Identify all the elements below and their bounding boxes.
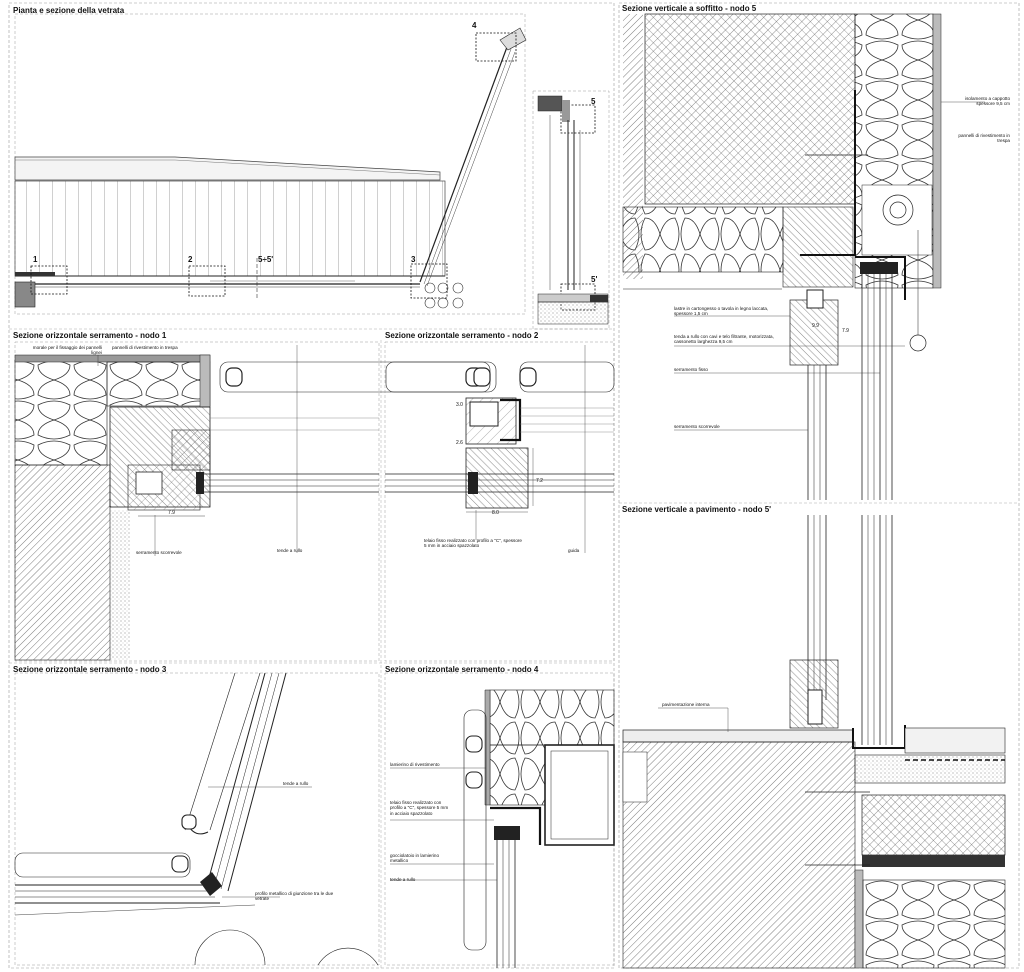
node5-note-lastre: lastre in cartongesso o tavola in legno …	[674, 306, 769, 317]
node2-dim-h1: 3.0	[456, 402, 463, 408]
node4-note-telaio: telaio fisso realizzato con profilo a "C…	[390, 800, 449, 816]
node3-note-profilo: profilo metallico di giunzione tra le du…	[255, 891, 334, 902]
plan-axis-label: 5÷5'	[258, 255, 274, 264]
plan-tag-5p: 5'	[591, 275, 598, 284]
node5-note-pannelli: pannelli di rivestimento in trespa	[958, 133, 1010, 144]
node4-title: Sezione orizzontale serramento - nodo 4	[385, 665, 539, 674]
node5-note-scorrevole: serramento scorrevole	[674, 424, 720, 429]
node1-note-morale: morale per il fissaggio dei pannelli lig…	[32, 345, 102, 356]
node1-note-tende: tende a rullo	[277, 548, 303, 553]
node4-note-gocciolatoio: gocciolatoio in lamierino metallico	[390, 853, 440, 864]
node2-dim-h3: 7.2	[536, 478, 543, 484]
node4-note-lamierino: lamierino di rivestimento	[390, 762, 440, 767]
node1-title: Sezione orizzontale serramento - nodo 1	[13, 331, 167, 340]
node2-title: Sezione orizzontale serramento - nodo 2	[385, 331, 539, 340]
node1-drawing	[14, 341, 491, 662]
node2-note-telaio: telaio fisso realizzato con profilo a "C…	[424, 538, 522, 549]
plan-tag-4: 4	[472, 21, 477, 30]
node5p-title: Sezione verticale a pavimento - nodo 5'	[622, 505, 772, 514]
node5-note-isolamento: isolamento a cappotto spessore 9,5 cm	[965, 96, 1010, 107]
node5-title: Sezione verticale a soffitto - nodo 5	[622, 4, 757, 13]
node4-note-tende: tende a rullo	[390, 877, 416, 882]
node4-drawing	[384, 672, 615, 968]
plan-tag-5: 5	[591, 97, 596, 106]
node2-dim-w: 8.0	[492, 510, 499, 516]
node5-dim-h: 7.9	[842, 328, 849, 334]
node3-note-tende: tende a rullo	[283, 781, 309, 786]
node3-title: Sezione orizzontale serramento - nodo 3	[13, 665, 167, 674]
plan-tag-3: 3	[411, 255, 416, 264]
node2-dim-h2: 2.6	[456, 440, 463, 446]
node5p-drawing	[622, 515, 1006, 969]
plan-tag-2: 2	[188, 255, 193, 264]
node1-note-scorrevole: serramento scorrevole	[136, 550, 182, 555]
node3-drawing	[14, 672, 380, 966]
plan-drawing	[14, 13, 610, 330]
node5-note-fisso: serramento fisso	[674, 367, 708, 372]
plan-title: Pianta e sezione della vetrata	[13, 6, 125, 15]
node5-note-tenda: tenda a rullo con cavi e telo filtrante,…	[674, 334, 774, 345]
node1-note-pannelli: pannelli di rivestimento in trespa	[112, 345, 178, 350]
plan-tag-1: 1	[33, 255, 38, 264]
node2-drawing	[384, 341, 615, 662]
node2-note-guida: guida	[568, 548, 580, 553]
node5p-note-pav: pavimentazione interna	[662, 702, 710, 707]
node1-dim: 7.9	[168, 510, 175, 516]
node5-drawing	[622, 13, 985, 500]
node5-dim-w: 9.9	[812, 323, 819, 329]
